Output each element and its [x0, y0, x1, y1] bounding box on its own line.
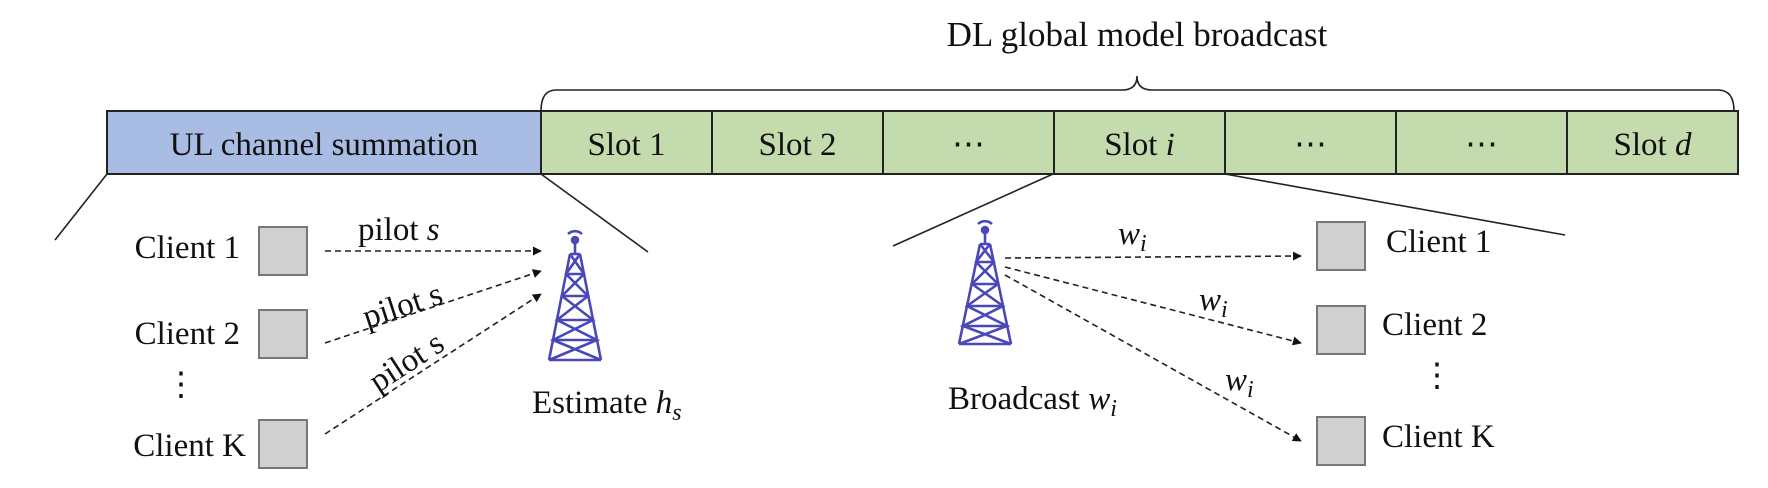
- timeline-bar: UL channel summation Slot 1 Slot 2 ⋯ Slot i…: [106, 110, 1739, 175]
- weight-label: wi: [1118, 216, 1147, 257]
- slot-cell: [1566, 110, 1739, 175]
- uplink-client-box: [258, 226, 308, 276]
- downlink-client-box: [1316, 221, 1366, 271]
- slot-label: Slot i: [1104, 127, 1175, 163]
- antenna-tower-icon: [957, 219, 1013, 346]
- slot-label: Slot 1: [588, 127, 666, 163]
- downlink-client-label: Client 1: [1386, 224, 1491, 260]
- slot-cell: [1395, 110, 1568, 175]
- uplink-section: Client 1 Client 2 ⋮ Client K pilot s pil…: [133, 212, 682, 469]
- weight-label: wi: [1199, 282, 1228, 323]
- downlink-section: wi wi wi Client 1 Client 2 ⋮ Client K Br…: [948, 216, 1495, 466]
- uplink-ellipsis: ⋮: [165, 367, 198, 403]
- slot-cell: [1053, 110, 1226, 175]
- uplink-client-label: Client 1: [135, 230, 240, 266]
- slot-label: ⋯: [952, 127, 985, 163]
- broadcast-label: Broadcast wi: [948, 381, 1117, 422]
- slot-zoom-line-left: [892, 173, 1054, 247]
- ul-zoom-line-right: [540, 173, 649, 253]
- slot-cell: [711, 110, 884, 175]
- estimate-label: Estimate hs: [532, 385, 682, 426]
- slot-cell: [1224, 110, 1397, 175]
- downlink-client-box: [1316, 305, 1366, 355]
- pilot-label: pilot s: [358, 212, 440, 248]
- broadcast-arrow: [1004, 251, 1302, 261]
- uplink-client-box: [258, 419, 308, 469]
- broadcast-arrow: [1004, 274, 1302, 442]
- slot-label: ⋯: [1465, 127, 1498, 163]
- uplink-pilot-arrow: [324, 293, 542, 435]
- ul-channel-summation-cell: [106, 110, 542, 175]
- broadcast-brace: [540, 75, 1735, 112]
- downlink-ellipsis: ⋮: [1421, 358, 1454, 394]
- downlink-client-label: Client K: [1382, 419, 1495, 455]
- uplink-client-label: Client K: [133, 428, 246, 464]
- slot-label: Slot d: [1614, 127, 1692, 163]
- downlink-client-label: Client 2: [1382, 307, 1487, 343]
- antenna-tower-icon: [547, 229, 603, 362]
- pilot-label: pilot s: [358, 276, 447, 335]
- uplink-pilot-arrow: [324, 269, 542, 344]
- weight-label: wi: [1225, 362, 1254, 403]
- broadcast-arrow: [1004, 266, 1302, 346]
- slot-cell: [540, 110, 713, 175]
- pilot-label: pilot s: [363, 325, 451, 400]
- slot-label: Slot 2: [759, 127, 837, 163]
- ul-zoom-line-left: [54, 173, 108, 241]
- slot-zoom-line-right: [1224, 173, 1566, 236]
- dl-broadcast-title: DL global model broadcast: [947, 15, 1328, 54]
- downlink-client-box: [1316, 416, 1366, 466]
- ul-channel-summation-label: UL channel summation: [170, 127, 479, 163]
- uplink-client-label: Client 2: [135, 316, 240, 352]
- slot-label: ⋯: [1294, 127, 1327, 163]
- uplink-client-box: [258, 309, 308, 359]
